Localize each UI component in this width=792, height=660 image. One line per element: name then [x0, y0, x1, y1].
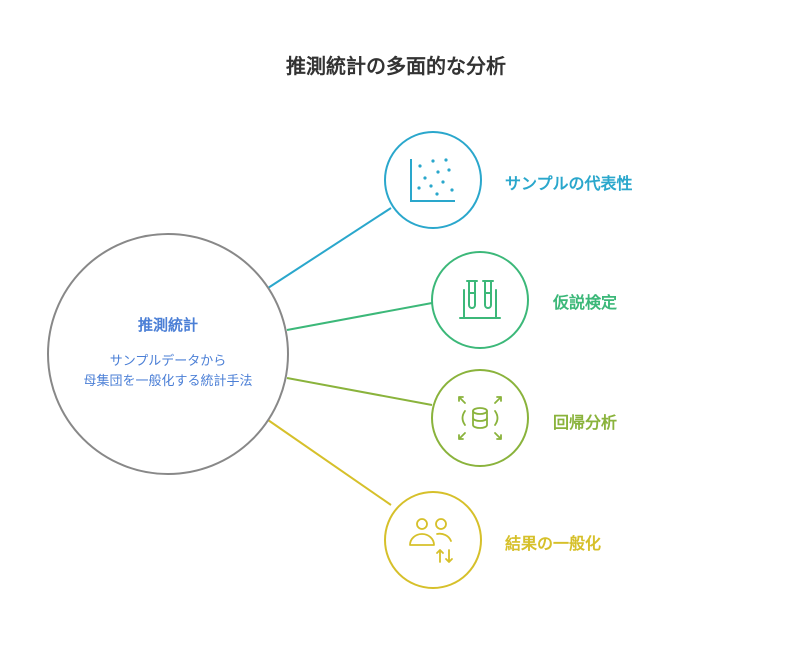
scatter-plot-icon — [410, 158, 455, 202]
center-description-line-1: サンプルデータから — [109, 354, 227, 369]
node-regression-analysis — [431, 369, 529, 467]
connector-sample — [267, 207, 392, 289]
database-expand-icon — [458, 396, 502, 440]
center-title: 推測統計 — [137, 316, 198, 334]
connector-regression — [286, 377, 433, 406]
node-sample-representativeness — [384, 131, 482, 229]
connector-generalization — [267, 419, 392, 506]
label-result-generalization: 結果の一般化 — [505, 534, 602, 553]
center-circle — [47, 233, 289, 475]
center-description-line-2: 母集団を一般化する統計手法 — [83, 374, 253, 389]
connector-hypothesis — [286, 302, 433, 331]
center-description: サンプルデータから 母集団を一般化する統計手法 — [48, 352, 288, 392]
test-tubes-icon — [459, 280, 501, 319]
label-regression-analysis: 回帰分析 — [553, 413, 618, 432]
node-hypothesis-testing — [431, 251, 529, 349]
label-sample-representativeness: サンプルの代表性 — [505, 174, 633, 193]
page-title: 推測統計の多面的な分析 — [286, 54, 506, 78]
users-exchange-icon — [409, 518, 453, 563]
node-result-generalization — [384, 491, 482, 589]
label-hypothesis-testing: 仮説検定 — [553, 293, 618, 312]
